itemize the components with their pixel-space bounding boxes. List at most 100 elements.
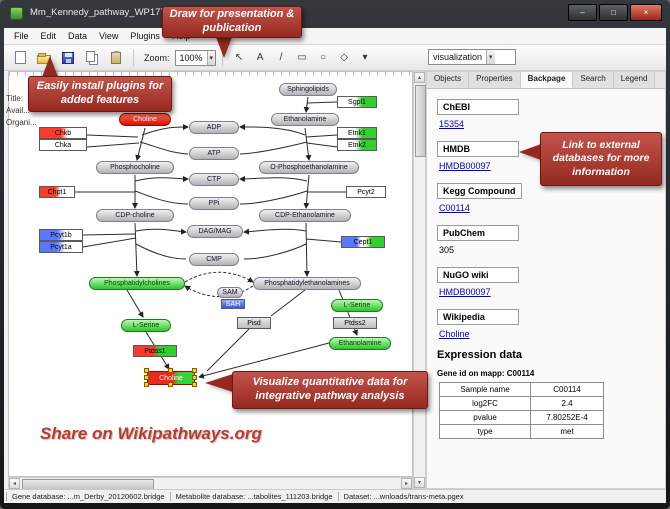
tab-search[interactable]: Search [573,72,614,88]
selection-handle[interactable] [144,382,149,387]
visualization-value: visualization [433,52,483,62]
selection-handle[interactable] [192,382,197,387]
pathway-node-etnk1[interactable]: Etnk1 [337,127,377,139]
external-link[interactable]: HMDB00097 [439,161,491,171]
selection-handle[interactable] [144,375,149,380]
selection-handle[interactable] [192,375,197,380]
pathway-node-l-serine-left[interactable]: L-Serine [121,319,171,332]
callout-visualize-pointer [205,374,233,392]
pathway-node-cmp[interactable]: CMP [189,253,239,266]
selection-handle[interactable] [192,368,197,373]
pathway-node-pisd[interactable]: Pisd [237,317,271,329]
scroll-right-button[interactable]: ▸ [401,478,412,489]
rect-tool-button[interactable]: ▭ [297,52,307,63]
pathway-node-phosphatidylethanolamines[interactable]: Phosphatidylethanolamines [253,277,361,290]
pathway-node-cdp-choline[interactable]: CDP-choline [96,209,174,222]
minimize-button[interactable]: – [568,4,597,21]
pathway-node-choline[interactable]: Choline [119,113,171,126]
pathway-node-adp[interactable]: ADP [189,121,239,134]
scroll-up-button[interactable]: ▴ [414,72,425,83]
selection-handle[interactable] [144,368,149,373]
external-link[interactable]: C00114 [439,203,470,213]
pathway-node-chka[interactable]: Chka [39,139,87,151]
pathway-edge [133,222,140,277]
pathway-node-phosphocholine[interactable]: Phosphocholine [96,161,174,174]
table-cell: log2FC [439,396,531,411]
pathway-node-pcyt2[interactable]: Pcyt2 [346,186,386,198]
pathway-node-l-serine-right[interactable]: L-Serine [331,299,383,312]
tab-properties[interactable]: Properties [469,72,521,88]
pathway-node-ptdss2[interactable]: Ptdss2 [333,317,377,329]
pathway-node-phosphatidylcholines[interactable]: Phosphatidylcholines [89,277,185,290]
save-button[interactable] [57,47,79,69]
title-bar: Mm_Kennedy_pathway_WP1771_45176.gpml –□× [0,0,670,28]
tab-backpage[interactable]: Backpage [520,72,574,88]
selection-handle[interactable] [168,382,173,387]
zoom-combobox[interactable]: 100% ▾ [174,49,217,66]
label-tool-button[interactable]: A [256,52,264,63]
paste-button[interactable] [105,47,127,69]
line-tool-button[interactable]: / [279,52,283,63]
toolbar: Zoom: 100% ▾ ↖A/▭○◇▾ visualization ▾ [4,45,666,71]
pathway-node-sam[interactable]: SAM [217,287,243,298]
pathway-node-ctp[interactable]: CTP [189,173,239,186]
pathway-node-sah[interactable]: SAH [221,299,245,309]
external-link[interactable]: Choline [439,329,470,339]
select-tool-button[interactable]: ↖ [234,52,244,63]
pathway-node-cept1[interactable]: Cept1 [341,236,385,248]
pathway-node-ptdss1[interactable]: Ptdss1 [133,345,177,357]
external-link[interactable]: 15354 [439,119,465,129]
close-button[interactable]: × [630,4,662,21]
callout-plugins: Easily install plugins for added feature… [28,76,172,112]
pathway-node-sphingolipids[interactable]: Sphingolipids [279,83,337,96]
tab-objects[interactable]: Objects [427,72,470,88]
connector-dropdown-button[interactable]: ▾ [362,52,368,63]
pathway-edge [139,141,189,155]
callout-link: Link to external databases for more info… [540,132,662,186]
pathway-edge [243,243,307,260]
callout-draw: Draw for presentation & publication [162,6,302,38]
menu-view[interactable]: View [99,31,119,41]
pathway-edge [303,222,310,277]
oval-tool-button[interactable]: ○ [320,52,327,63]
external-link[interactable]: HMDB00097 [439,287,491,297]
status-dataset: Dataset: ...wnloads/trans-meta.pgex [337,492,469,501]
pathway-node-chpt1[interactable]: Chpt1 [39,186,75,198]
vertical-scroll-thumb[interactable] [415,85,426,157]
pathway-node-pcyt1a[interactable]: Pcyt1a [39,241,83,253]
pathway-node-sgpl1[interactable]: Sgpl1 [337,96,377,108]
pathway-node-ppi[interactable]: PPi [189,197,239,210]
pathway-node-dag[interactable]: DAG/MAG [187,225,243,238]
new-file-button[interactable] [9,47,31,69]
vertical-scrollbar[interactable]: ▴ ▾ [413,71,426,489]
pathway-node-cdp-ethanolamine[interactable]: CDP-Ethanolamine [259,209,351,222]
shape-tool-button[interactable]: ◇ [340,52,348,63]
pathway-node-pcyt1b[interactable]: Pcyt1b [39,229,83,241]
menu-data[interactable]: Data [68,31,88,41]
pathway-node-etnk2[interactable]: Etnk2 [337,139,377,151]
pathway-node-ethanolamine-bottom[interactable]: Ethanolamine [329,337,391,350]
chevron-down-icon[interactable]: ▾ [206,50,216,65]
app-icon [10,7,23,20]
menu-file[interactable]: File [14,31,29,41]
pathway-node-ethanolamine-top[interactable]: Ethanolamine [271,113,339,126]
pathway-edge [239,175,308,182]
scroll-down-button[interactable]: ▾ [414,477,425,488]
visualization-combobox[interactable]: visualization ▾ [428,49,516,65]
pathway-node-o-phosphoethanolamine[interactable]: O-Phosphoethanolamine [259,161,359,174]
tab-legend[interactable]: Legend [613,72,656,88]
database-header: HMDB [437,141,519,157]
external-link: C00114 [439,203,655,213]
chevron-down-icon[interactable]: ▾ [486,50,495,64]
scroll-left-button[interactable]: ◂ [9,478,20,489]
pathway-node-atp[interactable]: ATP [189,147,239,160]
maximize-button[interactable]: □ [599,4,628,21]
selection-handle[interactable] [168,368,173,373]
menu-plugins[interactable]: Plugins [130,31,160,41]
pathway-node-chkb[interactable]: Chkb [39,127,87,139]
copy-button[interactable] [81,47,103,69]
menu-edit[interactable]: Edit [40,31,57,41]
